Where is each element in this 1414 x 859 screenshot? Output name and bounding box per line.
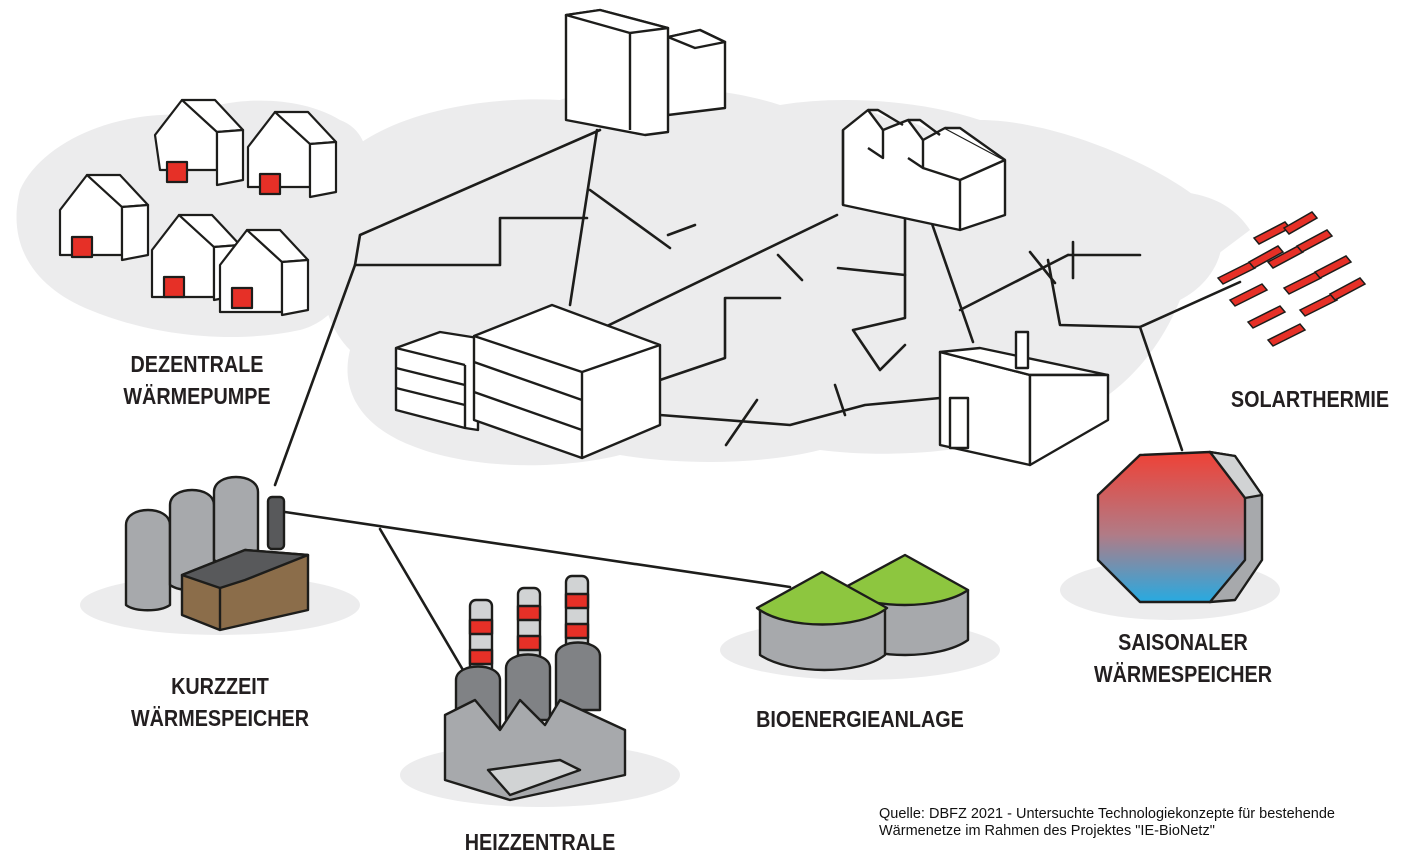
house-2	[246, 110, 338, 199]
label-line: DEZENTRALE	[130, 351, 264, 377]
short-term-heat-storage	[124, 475, 310, 632]
heat-network-pipes	[273, 128, 1242, 672]
label-solarthermie: SOLARTHERMIE	[1198, 383, 1414, 415]
house-5	[218, 228, 310, 317]
decentral-heat-pump-houses	[58, 98, 338, 317]
label-line: BIOENERGIEANLAGE	[756, 706, 964, 732]
heat-pump-icon	[162, 275, 186, 299]
label-line: WÄRMESPEICHER	[130, 705, 310, 731]
source-line-1: Quelle: DBFZ 2021 - Untersuchte Technolo…	[879, 806, 1335, 822]
central-buildings	[394, 303, 662, 460]
label-saisonaler-waermespeicher: SAISONALER WÄRMESPEICHER	[1076, 626, 1291, 690]
small-building	[938, 330, 1110, 467]
seasonal-heat-storage	[1096, 450, 1264, 604]
tall-building	[564, 8, 727, 137]
source-line-2: Wärmenetze im Rahmen des Projektes "IE-B…	[879, 823, 1215, 839]
label-line: WÄRMESPEICHER	[1093, 661, 1273, 687]
house-3	[58, 173, 150, 262]
label-kurzzeit-waermespeicher: KURZZEIT WÄRMESPEICHER	[113, 670, 328, 734]
silo	[124, 475, 260, 612]
label-line: HEIZZENTRALE	[464, 829, 616, 855]
source-caption: Quelle: DBFZ 2021 - Untersuchte Technolo…	[879, 806, 1335, 840]
label-line: KURZZEIT	[171, 673, 269, 699]
label-line: WÄRMEPUMPE	[123, 383, 271, 409]
heat-pump-icon	[230, 286, 254, 310]
label-line: SOLARTHERMIE	[1230, 386, 1390, 412]
house-1	[153, 98, 245, 187]
label-dezentrale-waermepumpe: DEZENTRALE WÄRMEPUMPE	[90, 348, 305, 412]
industrial-building	[841, 108, 1007, 232]
heating-plant	[443, 574, 627, 802]
bioenergy-plant	[755, 553, 970, 672]
label-line: SAISONALER	[1118, 629, 1248, 655]
label-heizzentrale: HEIZZENTRALE	[437, 826, 643, 858]
heat-pump-icon	[165, 160, 189, 184]
label-bioenergieanlage: BIOENERGIEANLAGE	[740, 703, 981, 735]
heat-pump-icon	[258, 172, 282, 196]
solar-thermal-panels	[1216, 211, 1367, 347]
heat-pump-icon	[70, 235, 94, 259]
